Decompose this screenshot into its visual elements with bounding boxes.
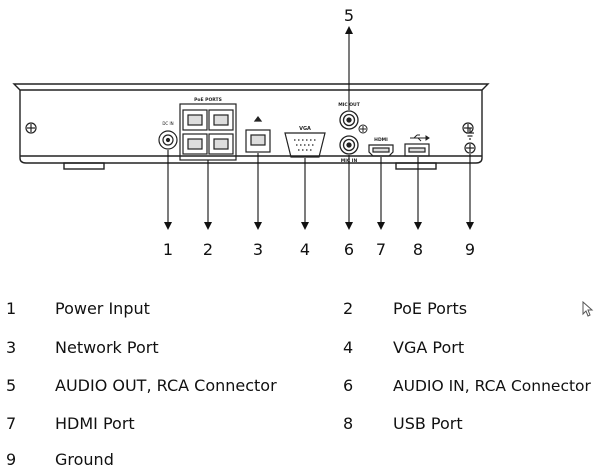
usb-port (404, 143, 430, 157)
network-port (245, 116, 271, 153)
legend-text-2: PoE Ports (393, 299, 468, 318)
legend-num-5: 5 (6, 376, 17, 395)
audio-in-rca (339, 135, 359, 155)
power-input-port (158, 130, 178, 150)
legend-num-1: 1 (6, 299, 17, 318)
rear-panel-diagram: DC IN PoE PORTS VGA MIC OUT MIC IN HDMI (12, 6, 490, 259)
port-legend: 1 Power Input 2 PoE Ports 3 Network Port… (0, 286, 600, 471)
callout-numbers: 1 2 3 4 5 6 7 8 9 (163, 6, 475, 259)
legend-text-3: Network Port (55, 338, 159, 357)
mouse-cursor-icon (582, 301, 594, 317)
callout-leaders (164, 26, 474, 230)
legend-num-9: 9 (6, 450, 17, 469)
vga-label: VGA (299, 126, 311, 132)
screw-right (462, 122, 474, 134)
callout-6: 6 (344, 240, 354, 259)
callout-1: 1 (163, 240, 173, 259)
legend-num-2: 2 (343, 299, 354, 318)
legend-num-6: 6 (343, 376, 354, 395)
legend-num-4: 4 (343, 338, 354, 357)
legend-num-7: 7 (6, 414, 17, 433)
vga-port (284, 132, 326, 158)
legend-text-5: AUDIO OUT, RCA Connector (55, 376, 277, 395)
poe-label: PoE PORTS (194, 97, 222, 103)
legend-text-8: USB Port (393, 414, 463, 433)
screw-left (25, 122, 37, 134)
callout-7: 7 (376, 240, 386, 259)
callout-9: 9 (465, 240, 475, 259)
callout-2: 2 (203, 240, 213, 259)
legend-text-6: AUDIO IN, RCA Connector (393, 377, 591, 395)
legend-text-4: VGA Port (393, 338, 465, 357)
plus-icon (358, 124, 368, 134)
callout-3: 3 (253, 240, 263, 259)
usb-icon (410, 134, 430, 142)
callout-4: 4 (300, 240, 310, 259)
hdmi-port (368, 144, 394, 157)
legend-text-7: HDMI Port (55, 414, 135, 433)
ground-terminal (464, 128, 476, 154)
callout-5: 5 (344, 6, 354, 25)
hdmi-label: HDMI (374, 137, 388, 143)
poe-ports (179, 103, 237, 161)
legend-text-1: Power Input (55, 299, 150, 318)
legend-text-9: Ground (55, 450, 114, 469)
audio-out-rca (339, 110, 359, 130)
callout-8: 8 (413, 240, 423, 259)
legend-num-3: 3 (6, 338, 17, 357)
power-label: DC IN (162, 121, 173, 126)
legend-num-8: 8 (343, 414, 354, 433)
